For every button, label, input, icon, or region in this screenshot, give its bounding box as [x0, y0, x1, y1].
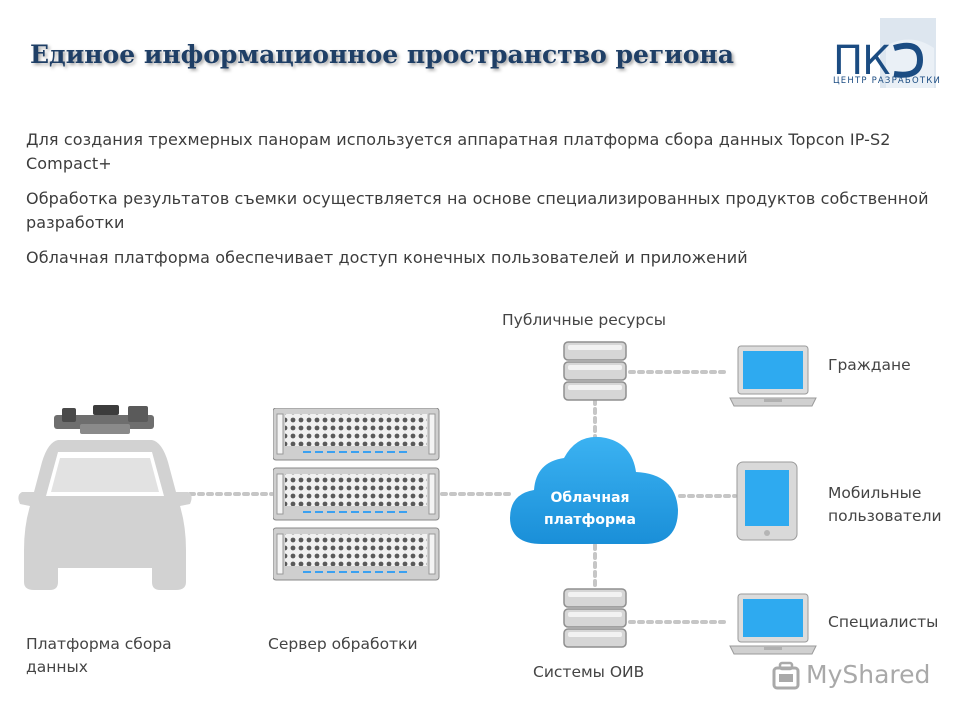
cloud-label-line2: платформа — [544, 512, 636, 528]
label-specialists: Специалисты — [828, 613, 939, 631]
paragraph-platform: Для создания трехмерных панорам использу… — [26, 130, 891, 173]
label-public-resources: Публичные ресурсы — [502, 311, 667, 329]
logo-mark-icon — [880, 18, 936, 88]
server-icon — [273, 408, 440, 581]
page-title: Единое информационное пространство регио… — [30, 40, 734, 69]
label-platform-line1: Платформа сбора — [26, 635, 172, 653]
database-oiv-icon — [563, 588, 627, 648]
label-platform: Платформа сбора данных — [26, 633, 172, 679]
label-mobile-users: Мобильные пользователи — [828, 482, 942, 528]
label-mobile-line1: Мобильные — [828, 484, 922, 502]
label-server: Сервер обработки — [268, 635, 418, 653]
laptop-citizens-icon — [729, 345, 817, 407]
cloud-icon — [510, 436, 678, 544]
watermark-text: MyShared — [806, 660, 931, 689]
logo-subtitle: ЦЕНТР РАЗРАБОТКИ — [833, 76, 942, 86]
label-platform-line2: данных — [26, 658, 88, 676]
paragraph-processing: Обработка результатов съемки осуществляе… — [26, 189, 929, 232]
cloud-label-line1: Облачная — [550, 490, 630, 506]
logo-text: ПК — [833, 38, 890, 84]
database-public-icon — [563, 341, 627, 401]
laptop-specialists-icon — [729, 593, 817, 655]
label-oiv-systems: Системы ОИВ — [533, 663, 645, 681]
tablet-mobile-icon — [736, 461, 798, 541]
paragraph-cloud: Облачная платформа обеспечивает доступ к… — [26, 248, 748, 267]
label-citizens: Граждане — [828, 356, 911, 374]
cloud-label: Облачная платформа — [520, 487, 660, 531]
label-mobile-line2: пользователи — [828, 507, 942, 525]
watermark-logo-icon — [772, 661, 800, 690]
car-icon — [18, 405, 192, 590]
